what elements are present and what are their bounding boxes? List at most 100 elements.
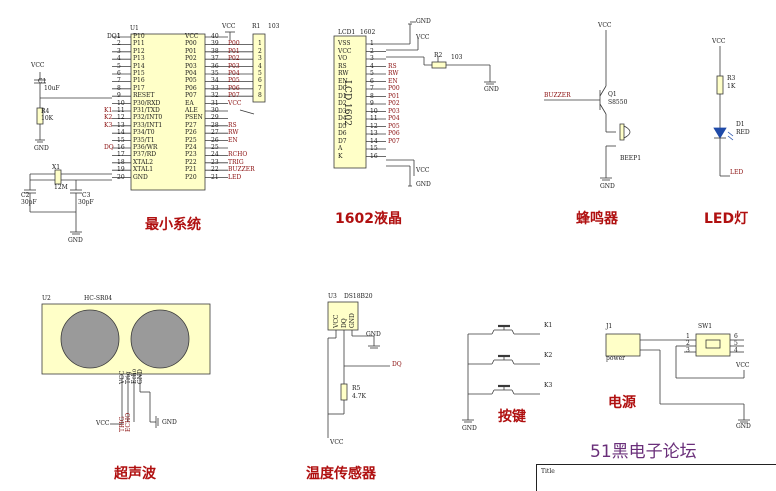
lcd-gnd-bottom: GND bbox=[416, 181, 431, 188]
mcu-right-pin-number: 21 bbox=[211, 173, 219, 181]
lcd-part: 1602 bbox=[360, 29, 376, 36]
mcu-right-pin-name: P24 bbox=[185, 144, 197, 151]
mcu-left-pin-number: 17 bbox=[117, 151, 125, 159]
ultrasonic-transducer-left bbox=[60, 309, 120, 369]
mcu-right-net-label: P02 bbox=[228, 55, 240, 63]
reset-cap-ref: C1 bbox=[38, 78, 47, 85]
led-diode bbox=[713, 127, 727, 139]
mcu-left-pin-name: XTAL2 bbox=[133, 158, 154, 166]
lcd-pin-name: D3 bbox=[338, 107, 347, 115]
d1-val: RED bbox=[736, 129, 750, 136]
u2-part: HC-SR04 bbox=[84, 295, 113, 302]
u3-ref: U3 bbox=[328, 293, 337, 300]
mcu-right-pin-name: P26 bbox=[185, 129, 197, 137]
pot-r2 bbox=[431, 61, 447, 69]
mcu-right-pin-number: 23 bbox=[211, 158, 219, 166]
mcu-right-pin-name: VCC bbox=[185, 33, 199, 40]
reset-res-val: 10K bbox=[41, 115, 54, 122]
mcu-left-pin-name: P32/INT0 bbox=[133, 114, 163, 122]
lcd-net-label: P03 bbox=[388, 107, 400, 115]
mcu-right-pin-name: P04 bbox=[185, 70, 197, 77]
caption-temp: 温度传感器 bbox=[306, 466, 376, 482]
mcu-left-pin-name: P31/TXD bbox=[133, 107, 160, 114]
resnet-pin-number: 5 bbox=[258, 70, 262, 77]
mcu-right-net-label: RW bbox=[228, 129, 239, 137]
resnet-pin-number: 6 bbox=[258, 77, 262, 85]
mcu-left-net-label: DQ bbox=[104, 144, 114, 151]
reset-cap-val: 10uF bbox=[44, 85, 60, 92]
lcd-pin-number: 3 bbox=[370, 55, 374, 62]
lcd-pin-number: 6 bbox=[370, 77, 374, 85]
mcu-left-pin-number: 9 bbox=[117, 92, 121, 100]
lcd-pin-number: 2 bbox=[370, 47, 374, 55]
mcu-right-pin-name: P05 bbox=[185, 77, 197, 85]
lcd-pin-number: 9 bbox=[370, 100, 374, 107]
mcu-left-pin-number: 18 bbox=[117, 158, 125, 166]
mcu-left-pin-number: 20 bbox=[117, 173, 125, 181]
j1-ref: J1 bbox=[606, 323, 613, 330]
mcu-left-pin-name: P35/T1 bbox=[133, 136, 155, 144]
mcu-right-pin-name: P06 bbox=[185, 84, 197, 92]
lcd-pin-number: 15 bbox=[370, 145, 378, 152]
mcu-right-net-label: P07 bbox=[228, 92, 240, 100]
lcd-pin-name: A bbox=[338, 145, 343, 152]
lcd-pin-name: D0 bbox=[338, 85, 347, 92]
mcu-right-net-label: P04 bbox=[228, 70, 240, 77]
mcu-right-pin-name: P00 bbox=[185, 40, 197, 48]
crystal-ref: X1 bbox=[52, 164, 61, 171]
lcd-body bbox=[333, 35, 367, 169]
mcu-left-pin-number: 14 bbox=[117, 129, 125, 137]
pot-ref: R2 bbox=[434, 52, 443, 59]
mcu-left-pin-name: P17 bbox=[133, 84, 145, 92]
mcu-right-pin-name: P03 bbox=[185, 62, 197, 70]
led-net: LED bbox=[730, 169, 744, 176]
r3-val: 1K bbox=[727, 83, 736, 90]
led-wiring bbox=[713, 46, 734, 177]
ds18b20-body bbox=[327, 301, 359, 331]
ds-dq-net: DQ bbox=[392, 361, 402, 368]
lcd-ref: LCD1 bbox=[338, 29, 356, 36]
mcu-left-pin-name: P13 bbox=[133, 55, 145, 63]
sw-pin-4: 4 bbox=[734, 347, 738, 354]
mcu-right-net-label: EN bbox=[228, 136, 238, 144]
lcd-pin-name: VSS bbox=[338, 40, 351, 47]
mcu-right-pin-number: 29 bbox=[211, 114, 219, 122]
mcu-right-pin-number: 26 bbox=[211, 136, 219, 144]
mcu-left-pin-number: 7 bbox=[117, 77, 121, 85]
q1-val: S8550 bbox=[608, 99, 628, 106]
reset-res-ref: R4 bbox=[41, 108, 50, 115]
mcu-body bbox=[130, 33, 206, 191]
mcu-left-pin-name: P14 bbox=[133, 62, 145, 70]
us-echo-net: ECHO bbox=[125, 412, 132, 432]
mcu-left-pin-name: P34/T0 bbox=[133, 129, 155, 137]
forum-watermark: 51黑电子论坛 bbox=[590, 442, 697, 462]
resnet-pin-number: 7 bbox=[258, 84, 262, 92]
mcu-right-net-label: P00 bbox=[228, 40, 240, 48]
mcu-right-pin-name: P27 bbox=[185, 121, 197, 129]
r3-ref: R3 bbox=[727, 75, 736, 82]
sw-pin-1: 1 bbox=[686, 333, 690, 340]
d1-ref: D1 bbox=[736, 121, 745, 128]
key-k2-switch bbox=[468, 354, 540, 365]
lcd-net-label: RW bbox=[388, 70, 399, 77]
caption-keys: 按键 bbox=[498, 409, 526, 425]
lcd-pin-number: 11 bbox=[370, 115, 378, 122]
lcd-pin-name: RW bbox=[338, 70, 349, 77]
lcd-pin-name: D6 bbox=[338, 130, 347, 137]
mcu-right-pin-name: EA bbox=[185, 99, 194, 107]
c3-ref: C3 bbox=[82, 192, 91, 199]
caption-led: LED灯 bbox=[704, 211, 749, 227]
mcu-left-pin-number: 8 bbox=[117, 84, 121, 92]
mcu-right-net-label: RS bbox=[228, 121, 237, 129]
lcd-net-label: P01 bbox=[388, 92, 400, 100]
led-vcc: VCC bbox=[712, 38, 726, 45]
lcd-pin-name: EN bbox=[338, 77, 348, 85]
mcu-left-pin-number: 12 bbox=[117, 114, 125, 122]
mcu-right-pin-name: ALE bbox=[185, 107, 198, 114]
lcd-pin-number: 10 bbox=[370, 107, 378, 115]
mcu-left-pin-number: 2 bbox=[117, 40, 121, 48]
lcd-net-label: P07 bbox=[388, 137, 400, 145]
caption-buzzer: 蜂鸣器 bbox=[576, 211, 618, 227]
crystal-gnd-label: GND bbox=[68, 237, 83, 244]
lcd-net-label: P06 bbox=[388, 130, 400, 137]
